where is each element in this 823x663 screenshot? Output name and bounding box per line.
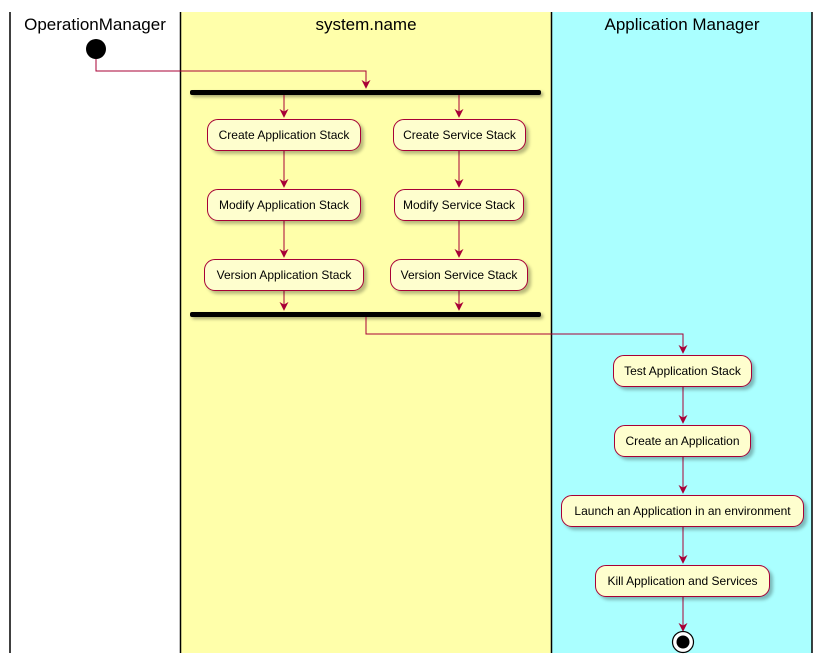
join-bar [190, 312, 541, 317]
activity-modify-service-stack: Modify Service Stack [394, 189, 524, 221]
lane-application-manager [552, 12, 812, 653]
end-node-inner [676, 635, 690, 649]
fork-bar [190, 90, 541, 95]
start-node [86, 39, 106, 59]
activity-create-service-stack: Create Service Stack [393, 119, 526, 151]
lane-operation-manager [10, 12, 180, 653]
activity-modify-application-stack: Modify Application Stack [207, 189, 361, 221]
lane-title-application-manager: Application Manager [604, 15, 760, 34]
activity-version-service-stack: Version Service Stack [390, 259, 528, 291]
lane-title-operation-manager: OperationManager [24, 15, 166, 34]
activity-test-application-stack: Test Application Stack [613, 355, 752, 387]
activity-version-application-stack: Version Application Stack [204, 259, 364, 291]
activity-create-an-application: Create an Application [614, 425, 751, 457]
lane-title-system-name: system.name [315, 15, 417, 34]
edge-start-to-fork [95, 59, 371, 89]
activity-kill-application-and-services: Kill Application and Services [595, 565, 770, 597]
edge-join-to-test-app-stack [365, 317, 688, 354]
activity-create-application-stack: Create Application Stack [207, 119, 361, 151]
activity-launch-application: Launch an Application in an environment [561, 495, 804, 527]
